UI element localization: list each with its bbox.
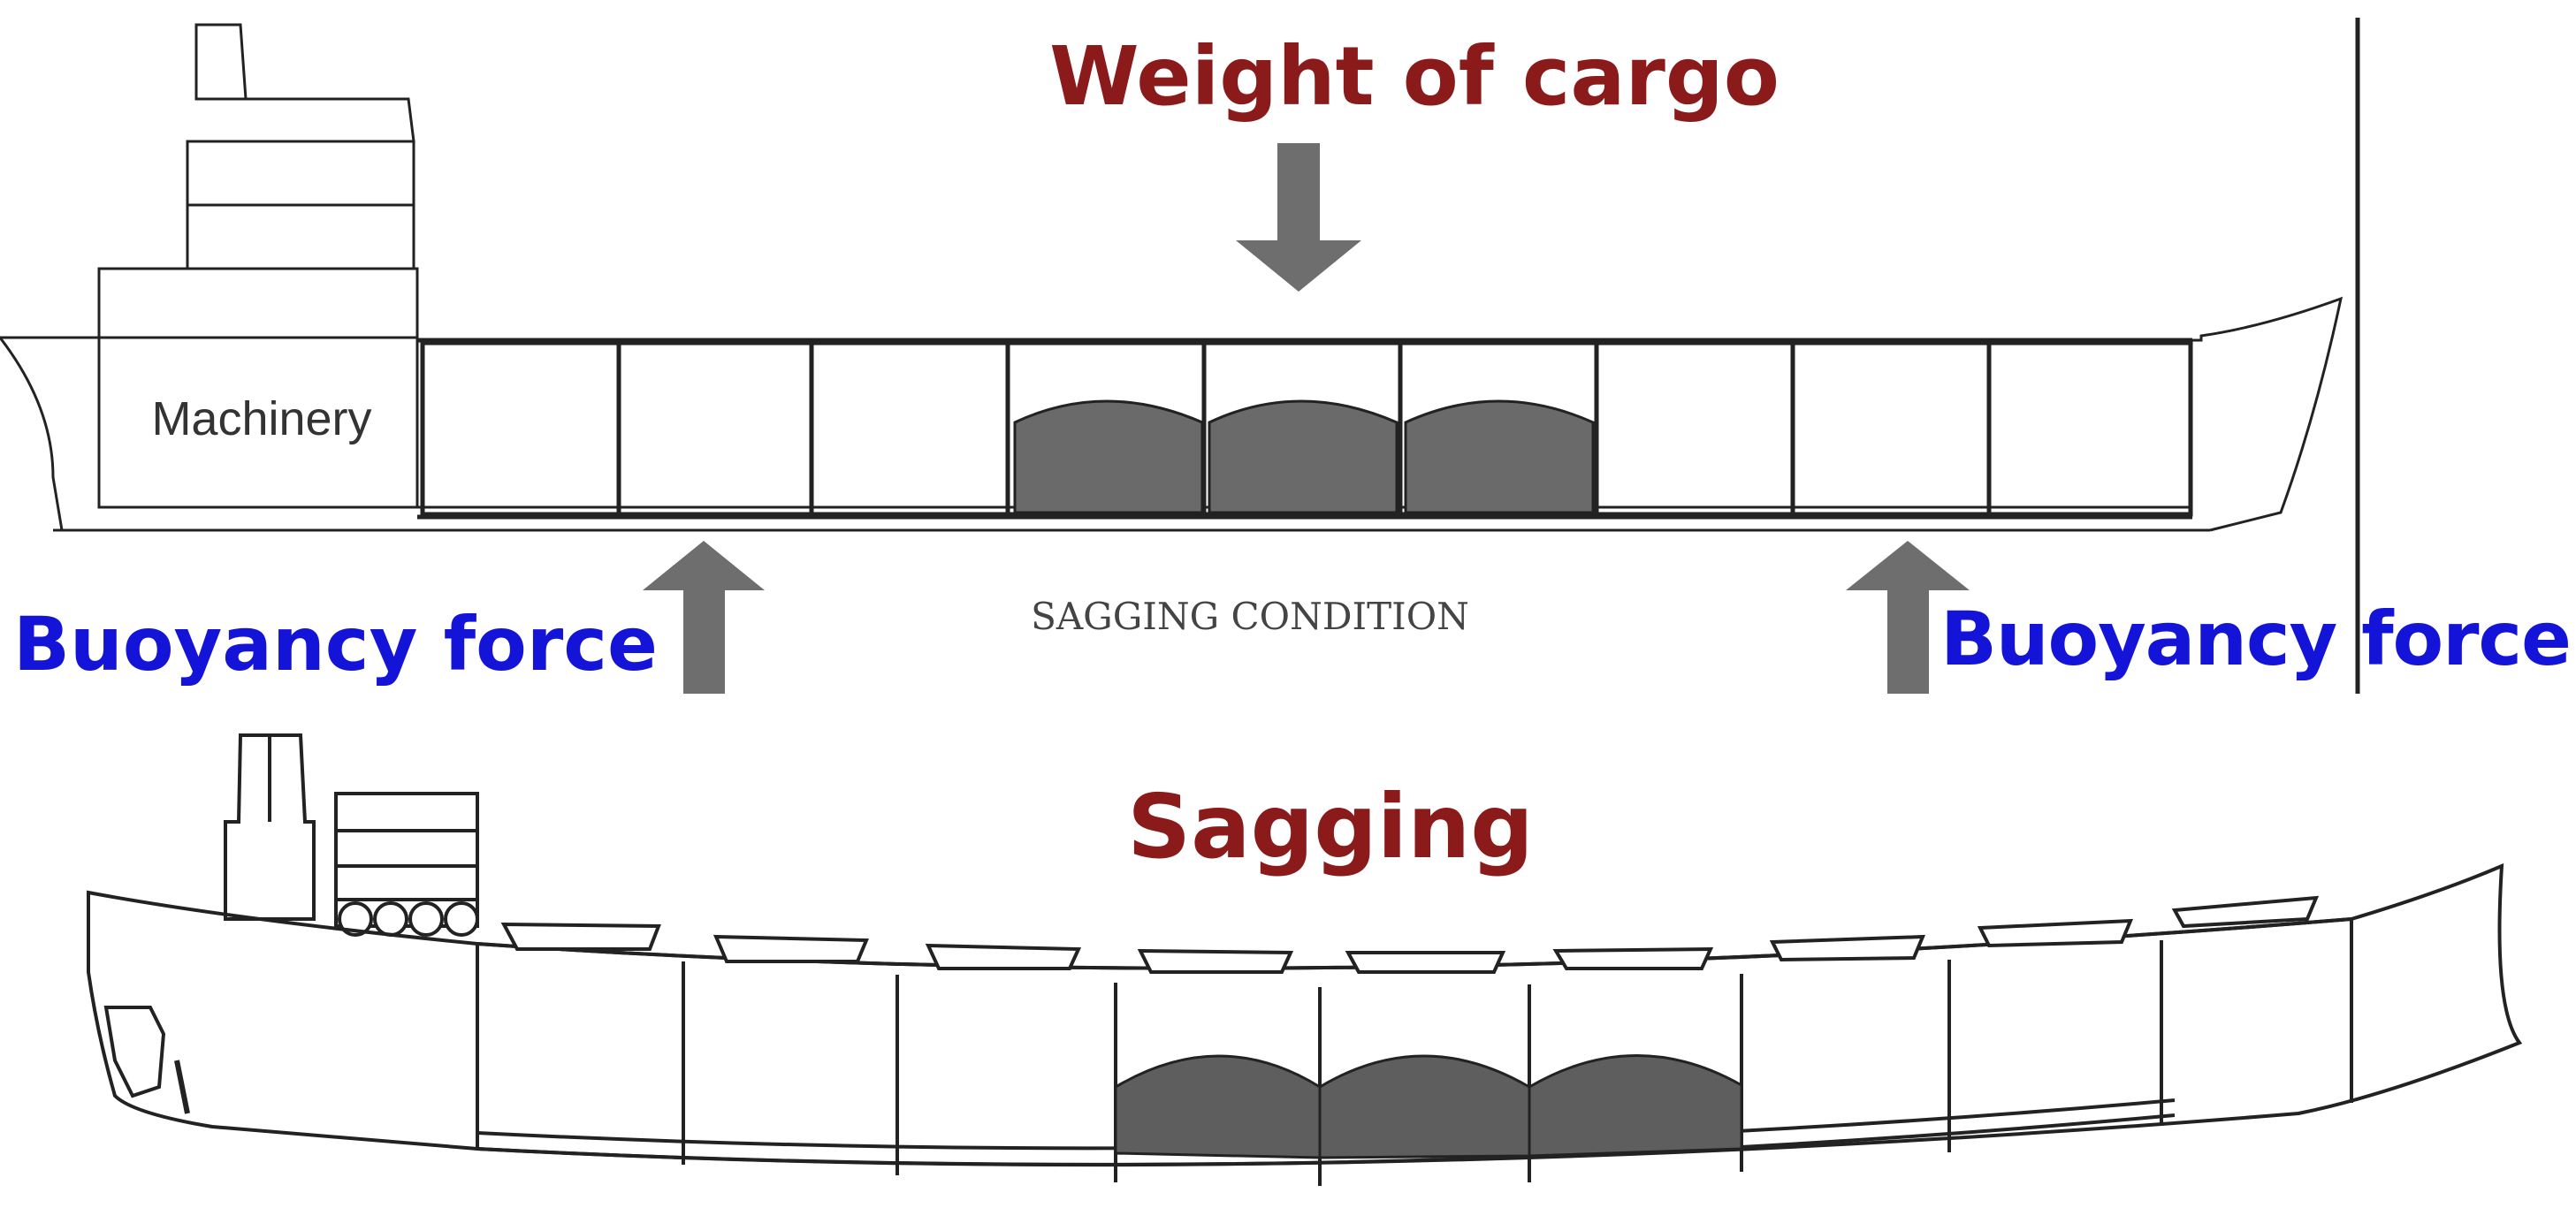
hold-9: [1986, 340, 2193, 517]
stern-outline: [0, 336, 424, 532]
rudder: [103, 1006, 166, 1098]
sagging-title: Sagging: [1127, 775, 1534, 878]
hold-7: [1594, 340, 1795, 517]
hold-8: [1790, 340, 1992, 517]
deckhouse-tier-3: [97, 267, 419, 339]
cargo-pile: [1208, 399, 1399, 514]
top-cargo: [1013, 399, 1595, 514]
hold-3: [809, 340, 1010, 517]
cargo-pile: [1404, 399, 1595, 514]
hatch: [1345, 951, 1506, 974]
bottom-cargo: [1114, 1054, 1743, 1159]
deckhouse-tier-1: [186, 140, 415, 207]
hatch: [1977, 918, 2134, 948]
hatch: [1137, 948, 1294, 974]
hatch: [2171, 895, 2320, 929]
hatch: [1769, 934, 1926, 962]
cargo-pile: [1528, 1054, 1743, 1158]
weight-label: Weight of cargo: [1049, 29, 1780, 124]
hold-1: [420, 340, 621, 517]
bottom-hatches: [500, 895, 2320, 974]
top-holds: [420, 340, 2193, 517]
top-ship-profile: [0, 18, 2360, 694]
down-arrow-icon: [1236, 143, 1361, 292]
deckhouse-tier-2: [186, 203, 415, 270]
machinery-label: Machinery: [151, 392, 371, 445]
up-arrow-icon: [1846, 541, 1970, 694]
funnel: [194, 23, 248, 101]
upper-deckhouse: [240, 97, 415, 143]
hatch: [1552, 946, 1714, 970]
buoyancy-label-left: Buoyancy force: [13, 601, 658, 688]
hold-2: [616, 340, 814, 517]
buoyancy-label-right: Buoyancy force: [1940, 596, 2572, 682]
cargo-pile: [1318, 1054, 1531, 1159]
bow-outline: [2192, 296, 2344, 532]
hatch: [713, 934, 869, 963]
cargo-pile: [1114, 1054, 1322, 1159]
hatch: [500, 922, 661, 951]
up-arrow-icon: [643, 541, 765, 694]
hatch: [925, 943, 1082, 970]
condition-caption: SAGGING CONDITION: [1031, 595, 1469, 638]
cargo-pile: [1013, 399, 1204, 514]
bottom-funnel: [224, 733, 316, 921]
